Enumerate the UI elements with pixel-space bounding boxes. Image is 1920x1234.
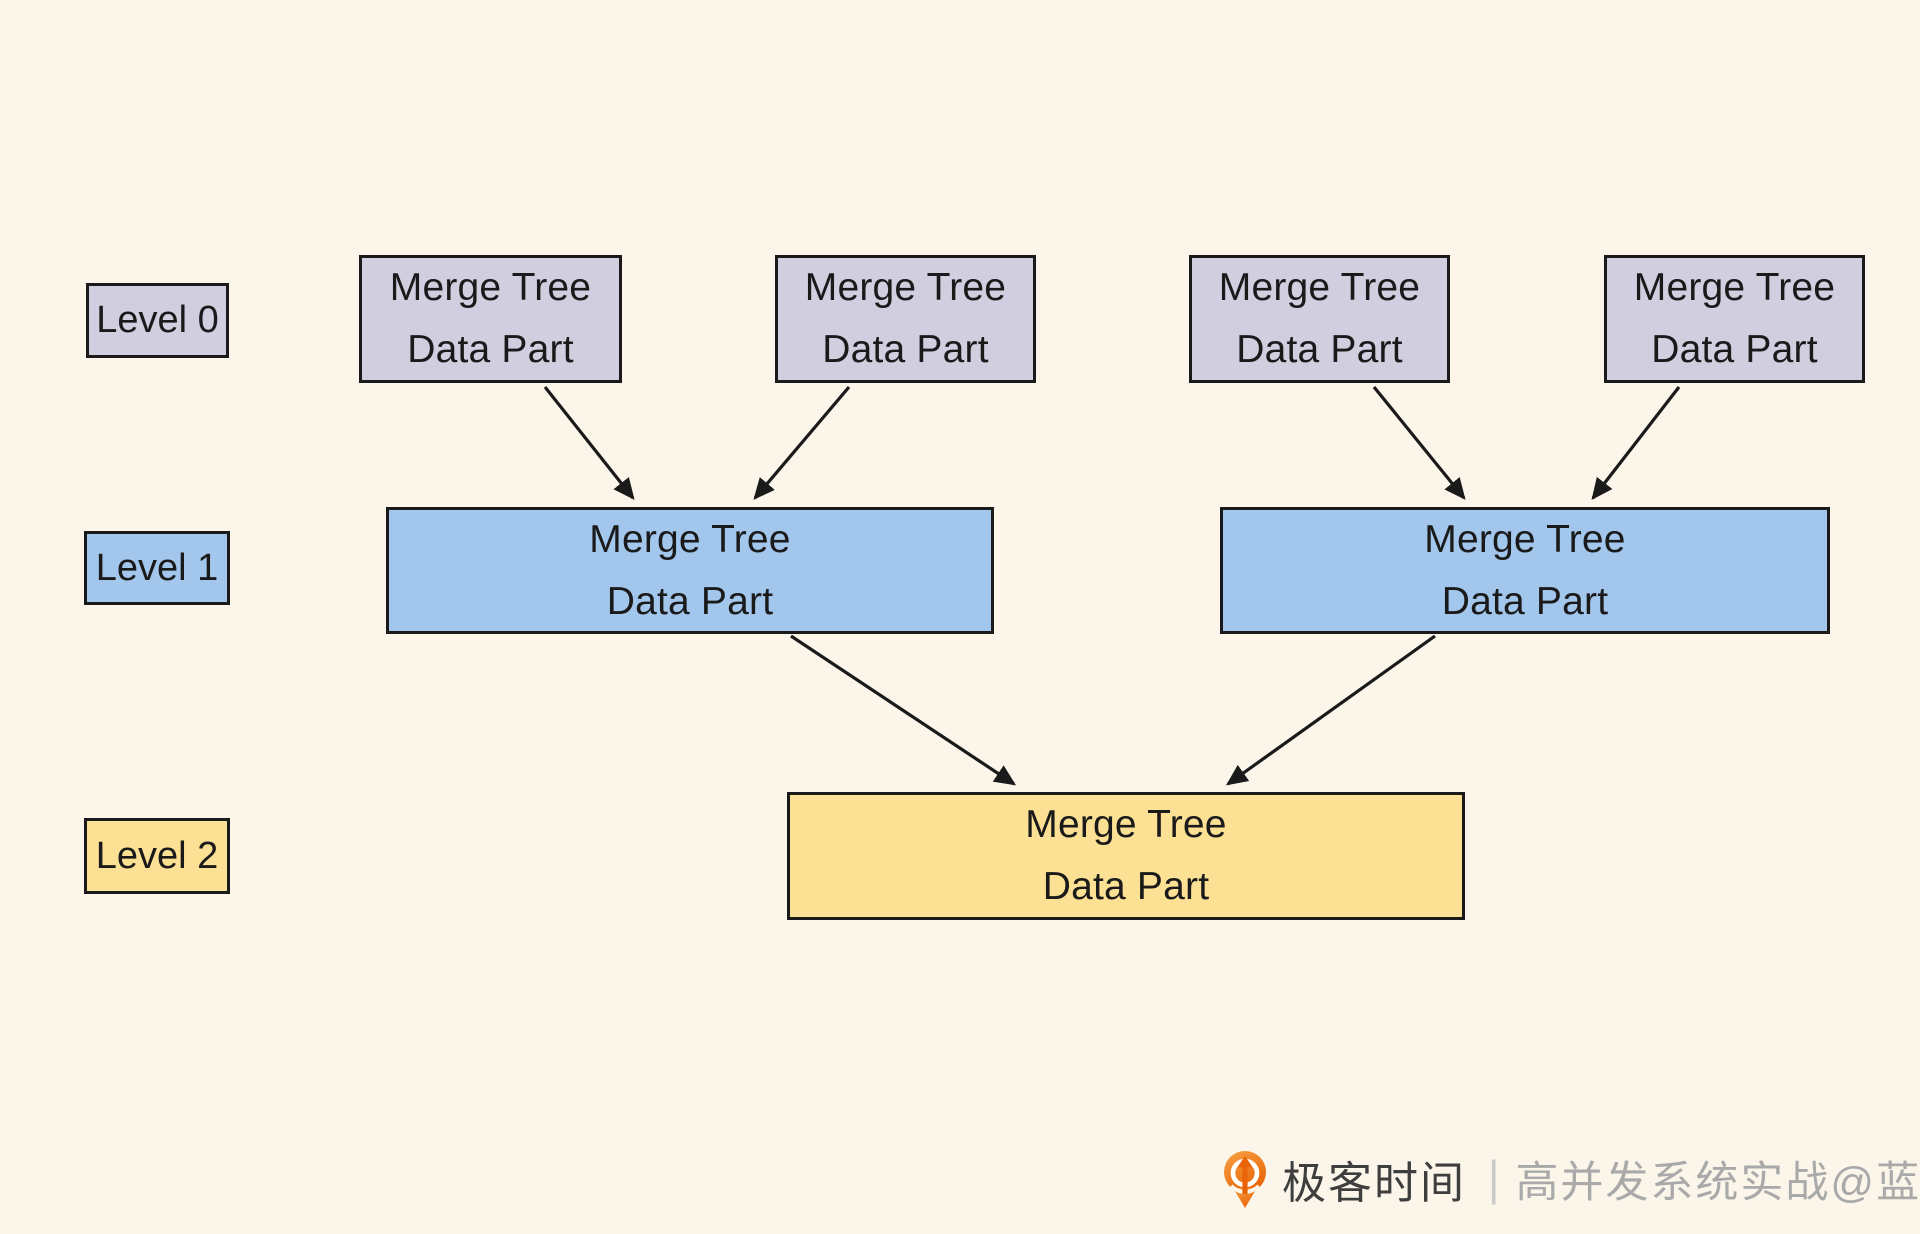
level1-node-2: Merge Tree Data Part [1220, 507, 1830, 634]
legend-level-2-label: Level 2 [95, 834, 219, 877]
node-label-line1: Merge Tree [1424, 517, 1626, 561]
node-label-line1: Merge Tree [1025, 803, 1227, 846]
legend-level-2: Level 2 [84, 818, 230, 894]
arrow-l1n1-to-l2n1 [790, 634, 1017, 786]
level1-node-1: Merge Tree Data Part [386, 507, 994, 634]
level0-node-4: Merge Tree Data Part [1604, 255, 1865, 383]
legend-level-1: Level 1 [84, 531, 230, 605]
node-label-line2: Data Part [1236, 328, 1403, 371]
arrow-l1n2-to-l2n1 [1225, 634, 1436, 786]
arrow-l0n2-to-l1n1 [753, 385, 851, 500]
node-label-line1: Merge Tree [1633, 266, 1836, 309]
level0-node-1: Merge Tree Data Part [359, 255, 622, 383]
node-label-line2: Data Part [1042, 865, 1210, 908]
level0-node-3: Merge Tree Data Part [1189, 255, 1450, 383]
legend-level-1-label: Level 1 [95, 546, 219, 589]
level2-node-1: Merge Tree Data Part [787, 792, 1465, 920]
node-label-line2: Data Part [606, 579, 774, 623]
level0-node-2: Merge Tree Data Part [775, 255, 1036, 383]
node-label-line2: Data Part [1651, 328, 1818, 371]
arrow-l0n3-to-l1n2 [1372, 385, 1466, 500]
node-label-line1: Merge Tree [1218, 266, 1421, 309]
node-label-line2: Data Part [1441, 579, 1609, 623]
credit-text: 高并发系统实战@蓝天 [1515, 1159, 1920, 1207]
legend-level-0: Level 0 [86, 283, 229, 358]
legend-level-0-label: Level 0 [96, 299, 219, 341]
geektime-logo-icon [1224, 1151, 1266, 1208]
arrow-l0n4-to-l1n2 [1591, 386, 1681, 500]
node-label-line2: Data Part [407, 328, 574, 371]
node-label-line2: Data Part [822, 328, 989, 371]
node-label-line1: Merge Tree [804, 266, 1007, 309]
watermark-divider: | [1488, 1151, 1500, 1206]
node-label-line1: Merge Tree [589, 517, 791, 561]
watermark: 极客时间 | 高并发系统实战@蓝天 [1222, 1146, 1920, 1212]
node-label-line1: Merge Tree [389, 266, 592, 309]
arrow-l0n1-to-l1n1 [543, 386, 635, 500]
brand-text: 极客时间 [1282, 1159, 1466, 1208]
